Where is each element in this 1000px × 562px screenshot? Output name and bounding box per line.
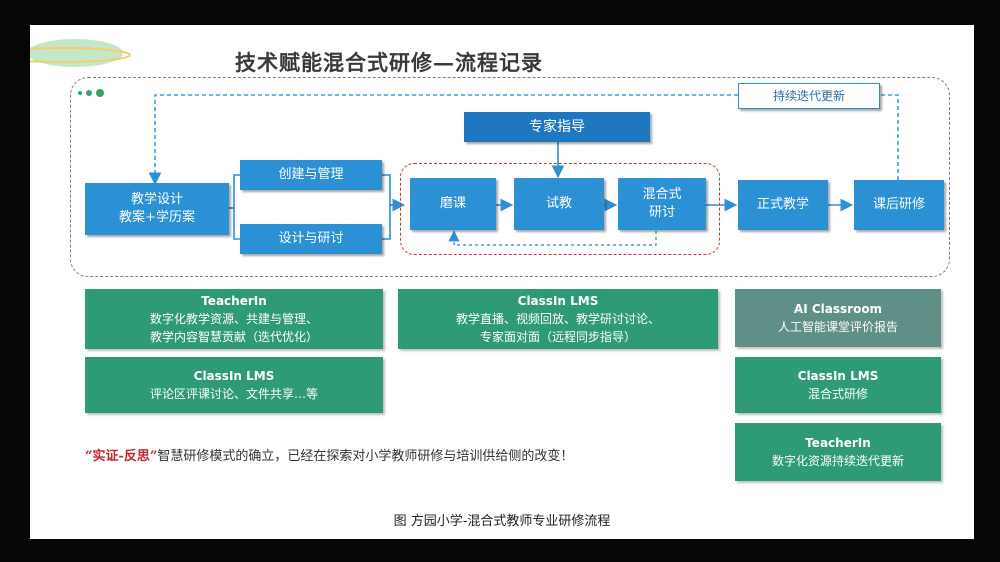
classin-box-2: ClassIn LMS 教学直播、视频回放、教学研讨讨论、 专家面对面（远程同步… xyxy=(398,289,718,349)
mixed-discussion-line2: 研讨 xyxy=(648,205,675,220)
after-class-study: 课后研修 xyxy=(854,180,944,230)
formal-teaching: 正式教学 xyxy=(738,180,828,230)
tool-desc: 评论区评课讨论、文件共享…等 xyxy=(149,387,318,401)
tool-desc: 混合式研修 xyxy=(807,387,868,401)
slogan-text: 智慧研修模式的确立，已经在探索对小学教师研修与培训供给侧的改变！ xyxy=(157,449,574,464)
classin-box-1: ClassIn LMS 评论区评课讨论、文件共享…等 xyxy=(85,357,383,413)
classin-box-3: ClassIn LMS 混合式研修 xyxy=(735,357,941,413)
teaching-design-line2: 教案+学历案 xyxy=(119,210,195,225)
tool-name: ClassIn LMS xyxy=(193,369,275,383)
create-manage: 创建与管理 xyxy=(240,160,382,190)
trial-teaching: 试教 xyxy=(514,178,604,230)
page-title: 技术赋能混合式研修—流程记录 xyxy=(235,50,543,75)
iteration-frame xyxy=(400,163,720,255)
tool-desc: 教学直播、视频回放、教学研讨讨论、 xyxy=(455,312,660,326)
slogan-quote: “实证-反思” xyxy=(85,449,158,464)
expert-guidance: 专家指导 xyxy=(464,112,650,142)
iterate-label: 持续迭代更新 xyxy=(738,83,880,109)
tool-desc: 教学内容智慧贡献（迭代优化） xyxy=(149,330,318,344)
tool-desc: 数字化教学资源、共建与管理、 xyxy=(149,312,318,326)
ai-classroom-box: AI Classroom 人工智能课堂评价报告 xyxy=(735,289,941,347)
polish-lesson: 磨课 xyxy=(410,178,496,230)
tool-name: TeacherIn xyxy=(201,294,267,308)
teacherin-box-2: TeacherIn 数字化资源持续迭代更新 xyxy=(735,423,941,481)
decoration xyxy=(30,39,131,97)
tool-desc: 人工智能课堂评价报告 xyxy=(777,320,898,334)
flow-arrows xyxy=(148,94,899,246)
slide: 技术赋能混合式研修—流程记录 持续迭代更新 专家指导 教学设计 教案+学历案 xyxy=(30,25,974,539)
tool-name: ClassIn LMS xyxy=(517,294,599,308)
figure-caption: 图 方园小学-混合式教师专业研修流程 xyxy=(393,514,611,529)
tool-name: TeacherIn xyxy=(805,436,871,450)
teacherin-box-1: TeacherIn 数字化教学资源、共建与管理、 教学内容智慧贡献（迭代优化） xyxy=(85,289,383,349)
tool-name: AI Classroom xyxy=(793,302,883,316)
design-discuss: 设计与研讨 xyxy=(240,224,382,254)
tool-desc: 数字化资源持续迭代更新 xyxy=(771,454,904,468)
slogan: “实证-反思”智慧研修模式的确立，已经在探索对小学教师研修与培训供给侧的改变！ xyxy=(85,445,573,464)
teaching-design: 教学设计 教案+学历案 xyxy=(85,183,229,235)
process-frame xyxy=(70,77,950,277)
mixed-discussion-line1: 混合式 xyxy=(642,187,682,202)
mixed-discussion: 混合式 研讨 xyxy=(618,178,706,230)
tool-desc: 专家面对面（远程同步指导） xyxy=(479,330,636,344)
tool-name: ClassIn LMS xyxy=(797,369,879,383)
teaching-design-line1: 教学设计 xyxy=(130,192,183,207)
